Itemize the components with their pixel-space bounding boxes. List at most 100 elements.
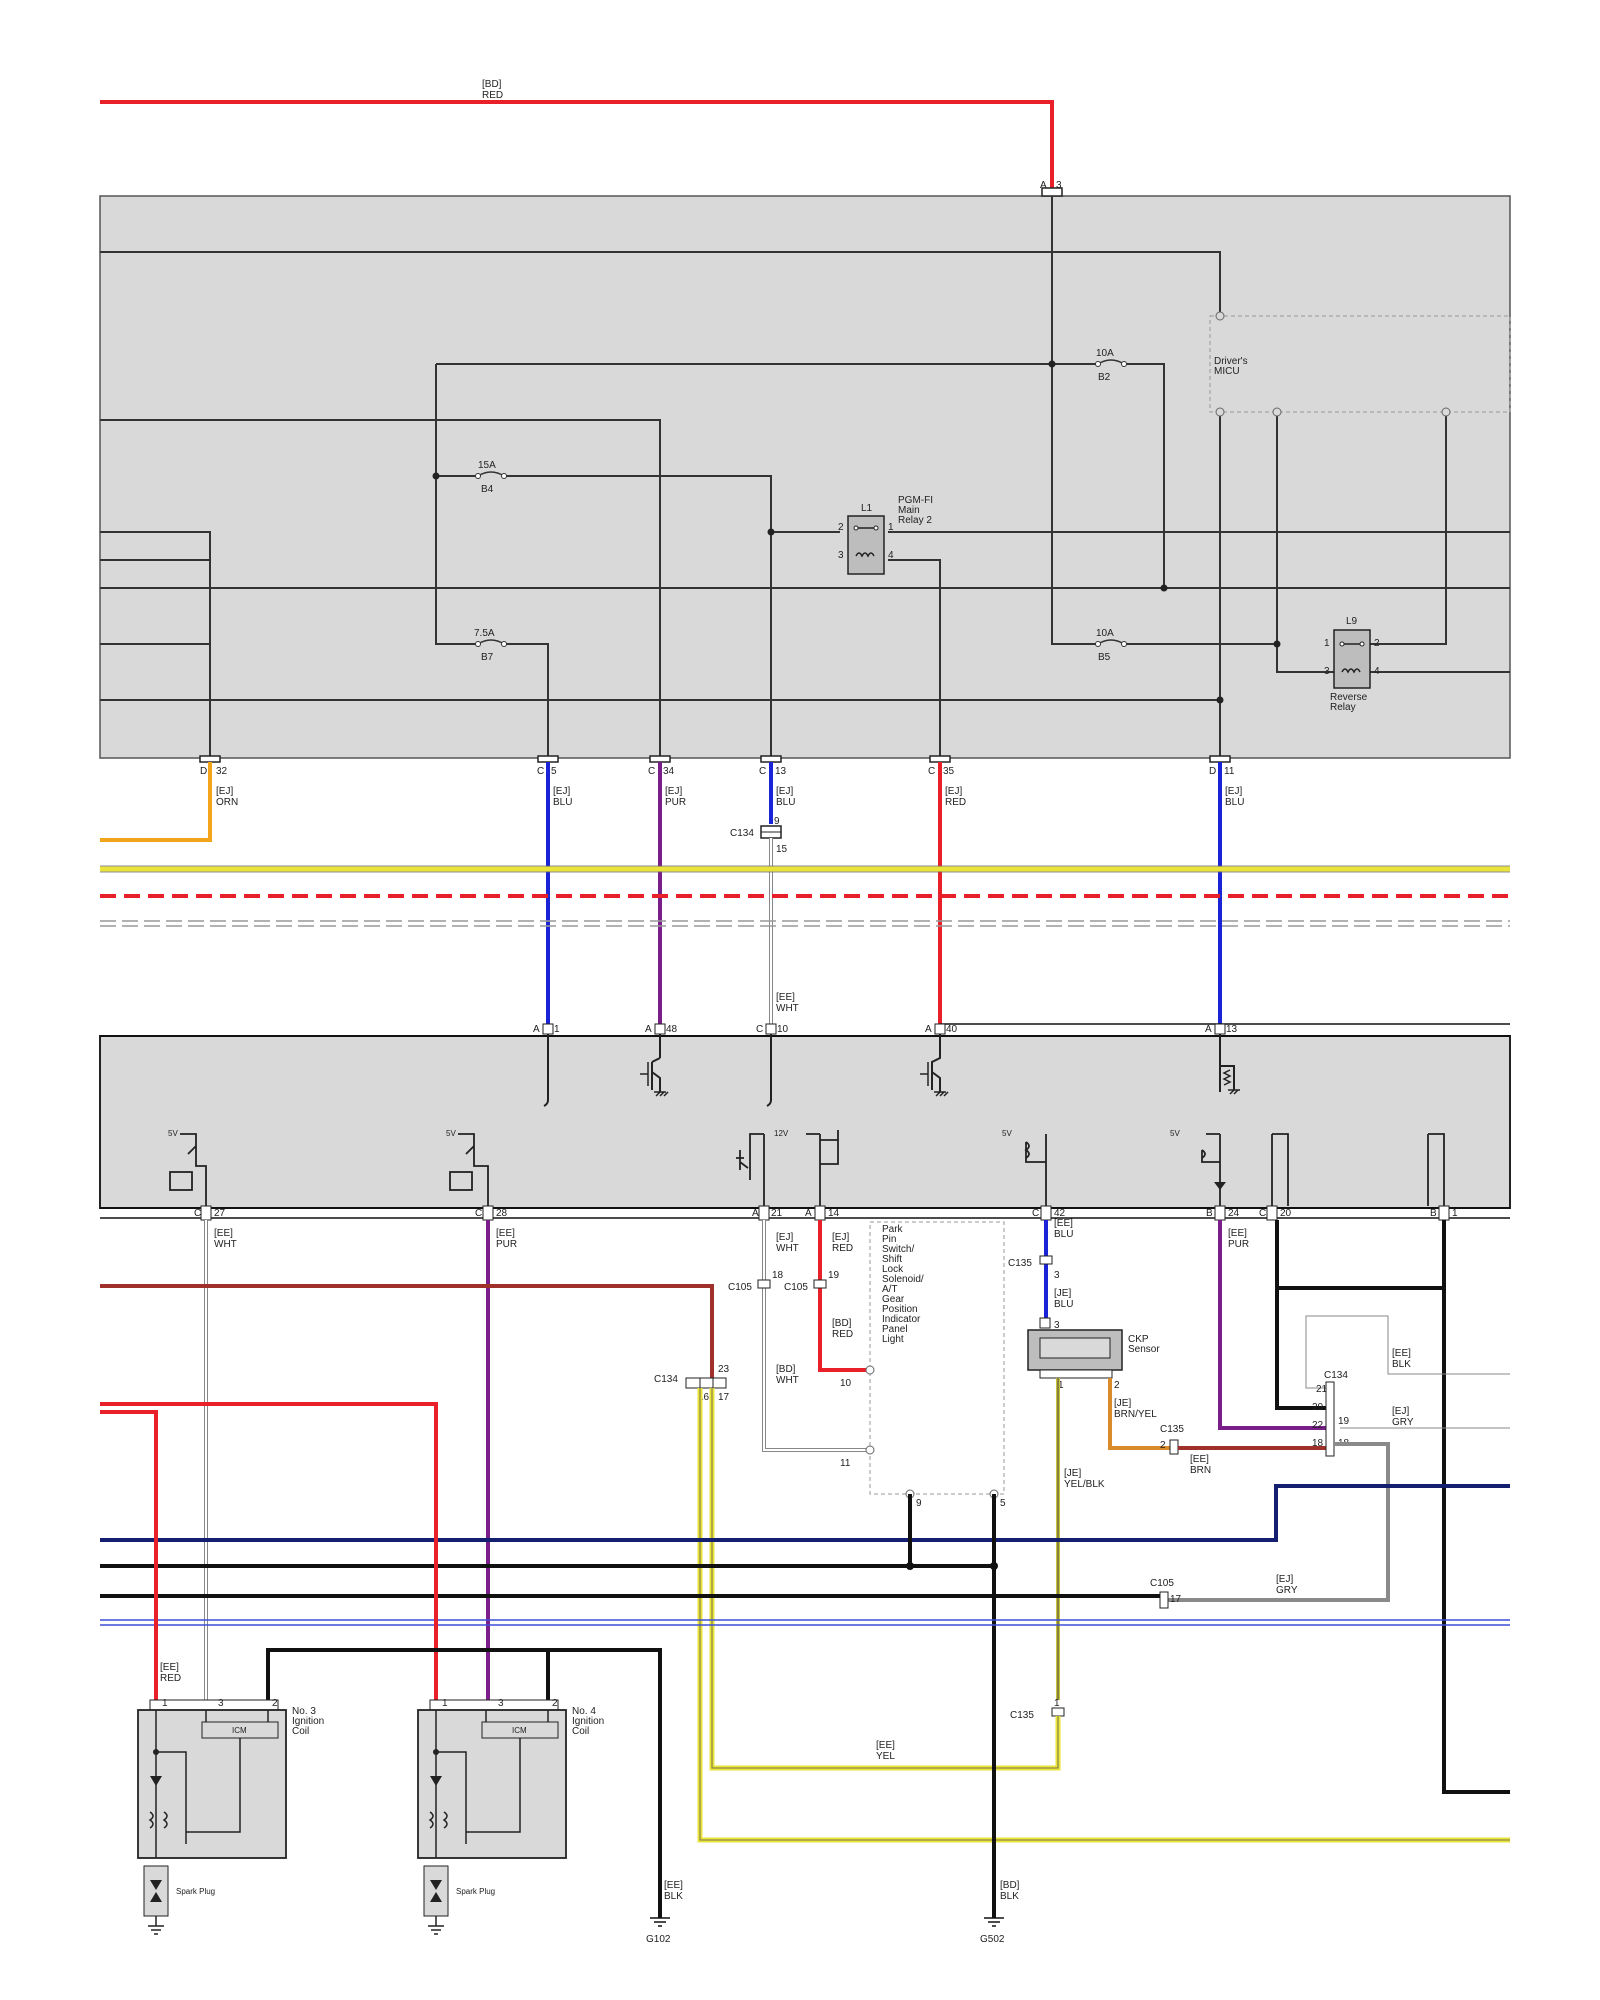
connector-c134-mid: C134 23 16 17 xyxy=(654,1364,730,1403)
connector-c13-pin: 13 xyxy=(775,766,787,777)
fuse-b2-rating: 10A xyxy=(1096,348,1114,359)
connector-a21-letter: A xyxy=(752,1208,759,1219)
connector-c35-pin: 35 xyxy=(943,766,955,777)
park-pin-switch-box xyxy=(869,1221,1005,1495)
wire-top-red-color: RED xyxy=(482,90,503,101)
connector-d32: D 32 xyxy=(199,755,228,777)
relay-l9-pin1: 1 xyxy=(1324,638,1330,649)
connector-b1: B 1 xyxy=(1430,1205,1458,1221)
wire-ee-blk-right-code: [EE] xyxy=(1392,1348,1411,1359)
fuse-b7-rating: 7.5A xyxy=(474,628,495,639)
wire-b24-pur xyxy=(1218,1220,1326,1430)
connector-d32-pin: 32 xyxy=(216,766,228,777)
connector-a1-letter: A xyxy=(533,1024,540,1035)
connector-a1: A 1 xyxy=(533,1023,560,1035)
wire-ee-brn-color: BRN xyxy=(1190,1465,1211,1476)
wire-ee-blk-right-color: BLK xyxy=(1392,1359,1411,1370)
v5-c27: 5V xyxy=(168,1129,178,1138)
connector-c10-letter: C xyxy=(756,1024,763,1035)
connector-a14-pin: 14 xyxy=(828,1208,840,1219)
connector-c135-1-name: C135 xyxy=(1010,1710,1034,1721)
connector-c105-19-pin: 19 xyxy=(828,1270,840,1281)
coil3-plug: Spark Plug xyxy=(176,1887,215,1896)
wire-b1-blk xyxy=(1442,1220,1510,1794)
wire-brn-c134 xyxy=(100,1284,714,1378)
wire-ckp-brnyel xyxy=(1108,1378,1170,1450)
connector-a14-letter: A xyxy=(805,1208,812,1219)
connector-c135-3: C135 3 xyxy=(1008,1255,1060,1281)
connector-c42-pin: 42 xyxy=(1054,1208,1066,1219)
connector-b24-letter: B xyxy=(1206,1208,1213,1219)
coil3-icm: ICM xyxy=(232,1726,247,1735)
wire-a14-red xyxy=(818,1220,870,1372)
wire-bd-wht-code: [BD] xyxy=(776,1364,796,1375)
wire-bd-blk-code: [BD] xyxy=(1000,1880,1020,1891)
connector-c134-right-pin20: 20 xyxy=(1312,1402,1324,1413)
coil4-pin1: 1 xyxy=(442,1698,448,1709)
relay-l9-pin4: 4 xyxy=(1374,666,1380,677)
wire-d11-code: [EJ] xyxy=(1225,786,1242,797)
connector-c135-3-pin: 3 xyxy=(1054,1270,1060,1281)
wire-ej-gry-color: GRY xyxy=(1392,1417,1414,1428)
wire-c20-blk xyxy=(1275,1220,1446,1410)
connector-c105-19-name: C105 xyxy=(784,1282,808,1293)
connector-b24-pin: 24 xyxy=(1228,1208,1240,1219)
park-pin-pin11: 11 xyxy=(840,1458,851,1469)
v5-c28: 5V xyxy=(446,1129,456,1138)
connector-c5-pin: 5 xyxy=(551,766,557,777)
fuse-b4-name: B4 xyxy=(481,484,494,495)
wire-ee-yel-loop-edge xyxy=(711,1388,1059,1769)
wire-c134-wht-code: [EE] xyxy=(776,992,795,1003)
connector-c134-right-pin19: 19 xyxy=(1338,1416,1350,1427)
relay-l9-id: L9 xyxy=(1346,616,1358,627)
relay-l1-pin1: 1 xyxy=(888,522,894,533)
wire-c35-code: [EJ] xyxy=(945,786,962,797)
wire-ee-yel-color: YEL xyxy=(876,1751,895,1762)
connector-d11-letter: D xyxy=(1209,766,1216,777)
connector-c134-mid-pin16: 16 xyxy=(698,1392,710,1403)
connector-c105-19: C105 19 xyxy=(784,1270,840,1293)
connector-c134-mid-pin17: 17 xyxy=(718,1392,730,1403)
wire-ee-blk-g102-code: [EE] xyxy=(664,1880,683,1891)
fuse-b5-name: B5 xyxy=(1098,652,1111,663)
wire-ej-gry2-color: GRY xyxy=(1276,1585,1298,1596)
wire-d32-orn xyxy=(100,762,212,842)
connector-a3-letter: A xyxy=(1040,180,1047,191)
connector-c134-top: C134 9 15 xyxy=(730,816,788,855)
wire-ee-red-coil-color: RED xyxy=(160,1673,181,1684)
connector-a3-pin: 3 xyxy=(1056,180,1062,191)
wire-coil-blk-g102 xyxy=(266,1648,662,1918)
coil4-icm: ICM xyxy=(512,1726,527,1735)
connector-c105-18-name: C105 xyxy=(728,1282,752,1293)
connector-c135-2-pin: 2 xyxy=(1160,1440,1166,1451)
wire-a14-code: [EJ] xyxy=(832,1232,849,1243)
wire-top-red-code: [BD] xyxy=(482,79,502,90)
wire-d11-color: BLU xyxy=(1225,797,1244,808)
connector-c134-right-pin18a: 18 xyxy=(1312,1438,1324,1449)
wire-gry-loop xyxy=(1168,1442,1390,1602)
wire-coil3-red xyxy=(100,1410,158,1700)
ground-g502-label: G502 xyxy=(980,1934,1005,1945)
ground-g102 xyxy=(650,1917,670,1927)
connector-b1-letter: B xyxy=(1430,1208,1437,1219)
connector-c135-3-name: C135 xyxy=(1008,1258,1032,1269)
wire-a21-code: [EJ] xyxy=(776,1232,793,1243)
connector-a48: A 48 xyxy=(645,1023,678,1035)
connector-a14: A 14 xyxy=(805,1205,840,1221)
connector-a13: A 13 xyxy=(1205,1023,1238,1035)
connector-c20-letter: C xyxy=(1259,1208,1266,1219)
wire-d32-code: [EJ] xyxy=(216,786,233,797)
wire-top-red xyxy=(100,100,1054,190)
wire-bd-blk-color: BLK xyxy=(1000,1891,1019,1902)
connector-c134-mid-name: C134 xyxy=(654,1374,678,1385)
wire-a21-color: WHT xyxy=(776,1243,799,1254)
